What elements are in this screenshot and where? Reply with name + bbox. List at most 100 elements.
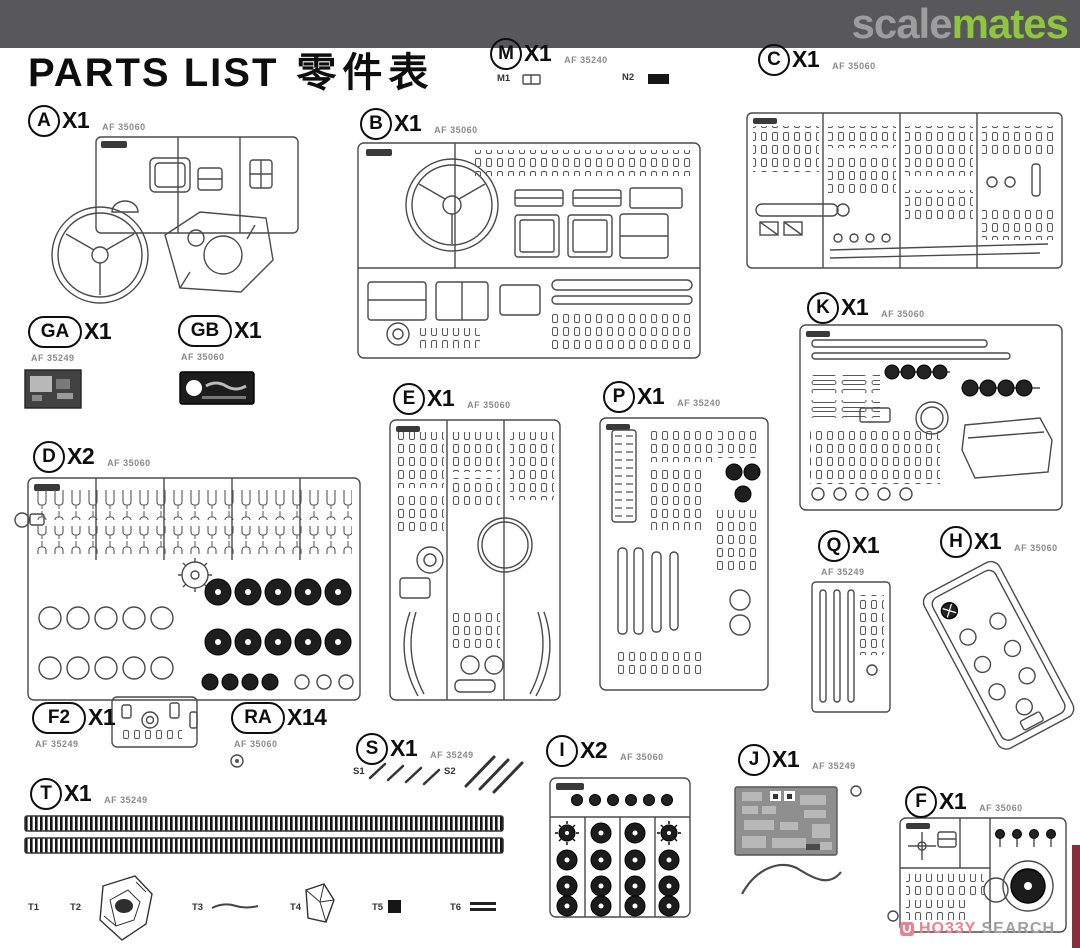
sprue-h-letter: H [940, 526, 972, 558]
part-label-t1: T1 [28, 902, 40, 913]
sprue-q-drawing [811, 581, 891, 713]
part-t3-wire-drawing [211, 903, 259, 909]
sprue-ga-letter: GA [28, 316, 82, 348]
sprue-a-letter: A [28, 105, 60, 137]
page-title-zh: 零件表 [296, 51, 435, 95]
sprue-q-letter: Q [818, 530, 850, 562]
sprue-p-letter: P [603, 381, 635, 413]
sprue-ra-code: AF 35060 [234, 739, 278, 749]
sprue-t-code: AF 35249 [104, 795, 148, 805]
sprue-d-drawing [14, 477, 361, 701]
part-label-t3: T3 [192, 902, 204, 913]
part-label-t4: T4 [290, 902, 302, 913]
part-label-t2: T2 [70, 902, 82, 913]
sprue-c-letter: C [758, 44, 790, 76]
sprue-d-letter: D [33, 441, 65, 473]
sprue-b-drawing [357, 142, 701, 359]
part-label-n2: N2 [622, 72, 635, 83]
sprue-t-track-runs [24, 815, 504, 854]
hobbysearch-hobby-text: HO33Y [919, 920, 977, 937]
sprue-gb-letter: GB [178, 315, 232, 347]
sprue-ga-code: AF 35249 [31, 353, 75, 363]
sprue-i-letter: I [546, 735, 578, 767]
sprue-gb-code: AF 35060 [181, 352, 225, 362]
sprue-h-drawing [922, 560, 1075, 750]
sprue-c-code: AF 35060 [832, 61, 876, 71]
sprue-m-letter: M [490, 38, 522, 70]
sprue-ga-fret-image [24, 369, 82, 409]
part-t6-rods-drawing [470, 902, 496, 911]
sprue-f-letter: F [905, 786, 937, 818]
sprue-i-code: AF 35060 [620, 752, 664, 762]
part-label-t6: T6 [450, 902, 462, 913]
part-t2-bag-drawing [99, 875, 153, 941]
sprue-d-code: AF 35060 [107, 458, 151, 468]
part-t4-foil-drawing [305, 883, 335, 923]
sprue-f2-code: AF 35249 [35, 739, 79, 749]
sprue-p-code: AF 35240 [677, 398, 721, 408]
page-title: PARTS LIST 零件表 [28, 40, 434, 98]
hobbysearch-icon [900, 922, 914, 936]
sprue-f2-drawing [111, 696, 198, 748]
part-m1-n2-drawing [522, 74, 669, 85]
sprue-k-code: AF 35060 [881, 309, 925, 319]
part-label-m1: M1 [497, 73, 511, 84]
sprue-ra-letter: RA [231, 702, 285, 734]
scalemates-logo: scalemates [851, 0, 1069, 47]
sprue-i-drawing [549, 777, 691, 918]
sprue-gb-part-image [179, 371, 255, 405]
part-t5-pad-drawing [388, 900, 401, 913]
hobbysearch-search-text: SEARCH [981, 920, 1056, 937]
part-label-s1: S1 [353, 766, 365, 777]
sprue-f-code: AF 35060 [979, 803, 1023, 813]
part-s-strokes [368, 755, 524, 794]
sprue-e-drawing [389, 419, 561, 701]
sprue-k-drawing [799, 324, 1063, 511]
hobbysearch-watermark: HO33Y SEARCH [900, 920, 1055, 938]
sprue-k-letter: K [807, 292, 839, 324]
sprue-a-drawing [51, 136, 299, 304]
logo-scale: scale [851, 0, 952, 47]
part-label-t5: T5 [372, 902, 384, 913]
sprue-m-code: AF 35240 [564, 55, 608, 65]
sprue-s-code: AF 35249 [430, 750, 474, 760]
sprue-j-letter: J [738, 744, 770, 776]
sprue-q-code: AF 35249 [821, 567, 865, 577]
sprue-b-code: AF 35060 [434, 125, 478, 135]
sprue-j-code: AF 35249 [812, 761, 856, 771]
sprue-p-drawing [599, 417, 769, 691]
page-title-en: PARTS LIST [28, 51, 279, 95]
sprue-a-code: AF 35060 [102, 122, 146, 132]
header-bar [0, 0, 1080, 48]
sprue-f2-letter: F2 [32, 702, 86, 734]
sprue-b-letter: B [360, 108, 392, 140]
sprue-e-code: AF 35060 [467, 400, 511, 410]
sprue-t-letter: T [30, 778, 62, 810]
sprue-f-drawing [887, 817, 1067, 933]
part-label-s2: S2 [444, 766, 456, 777]
sprue-c-drawing [746, 112, 1063, 269]
page-edge-strip [1072, 845, 1080, 948]
part-ra-drawing [230, 754, 244, 768]
sprue-e-letter: E [393, 383, 425, 415]
